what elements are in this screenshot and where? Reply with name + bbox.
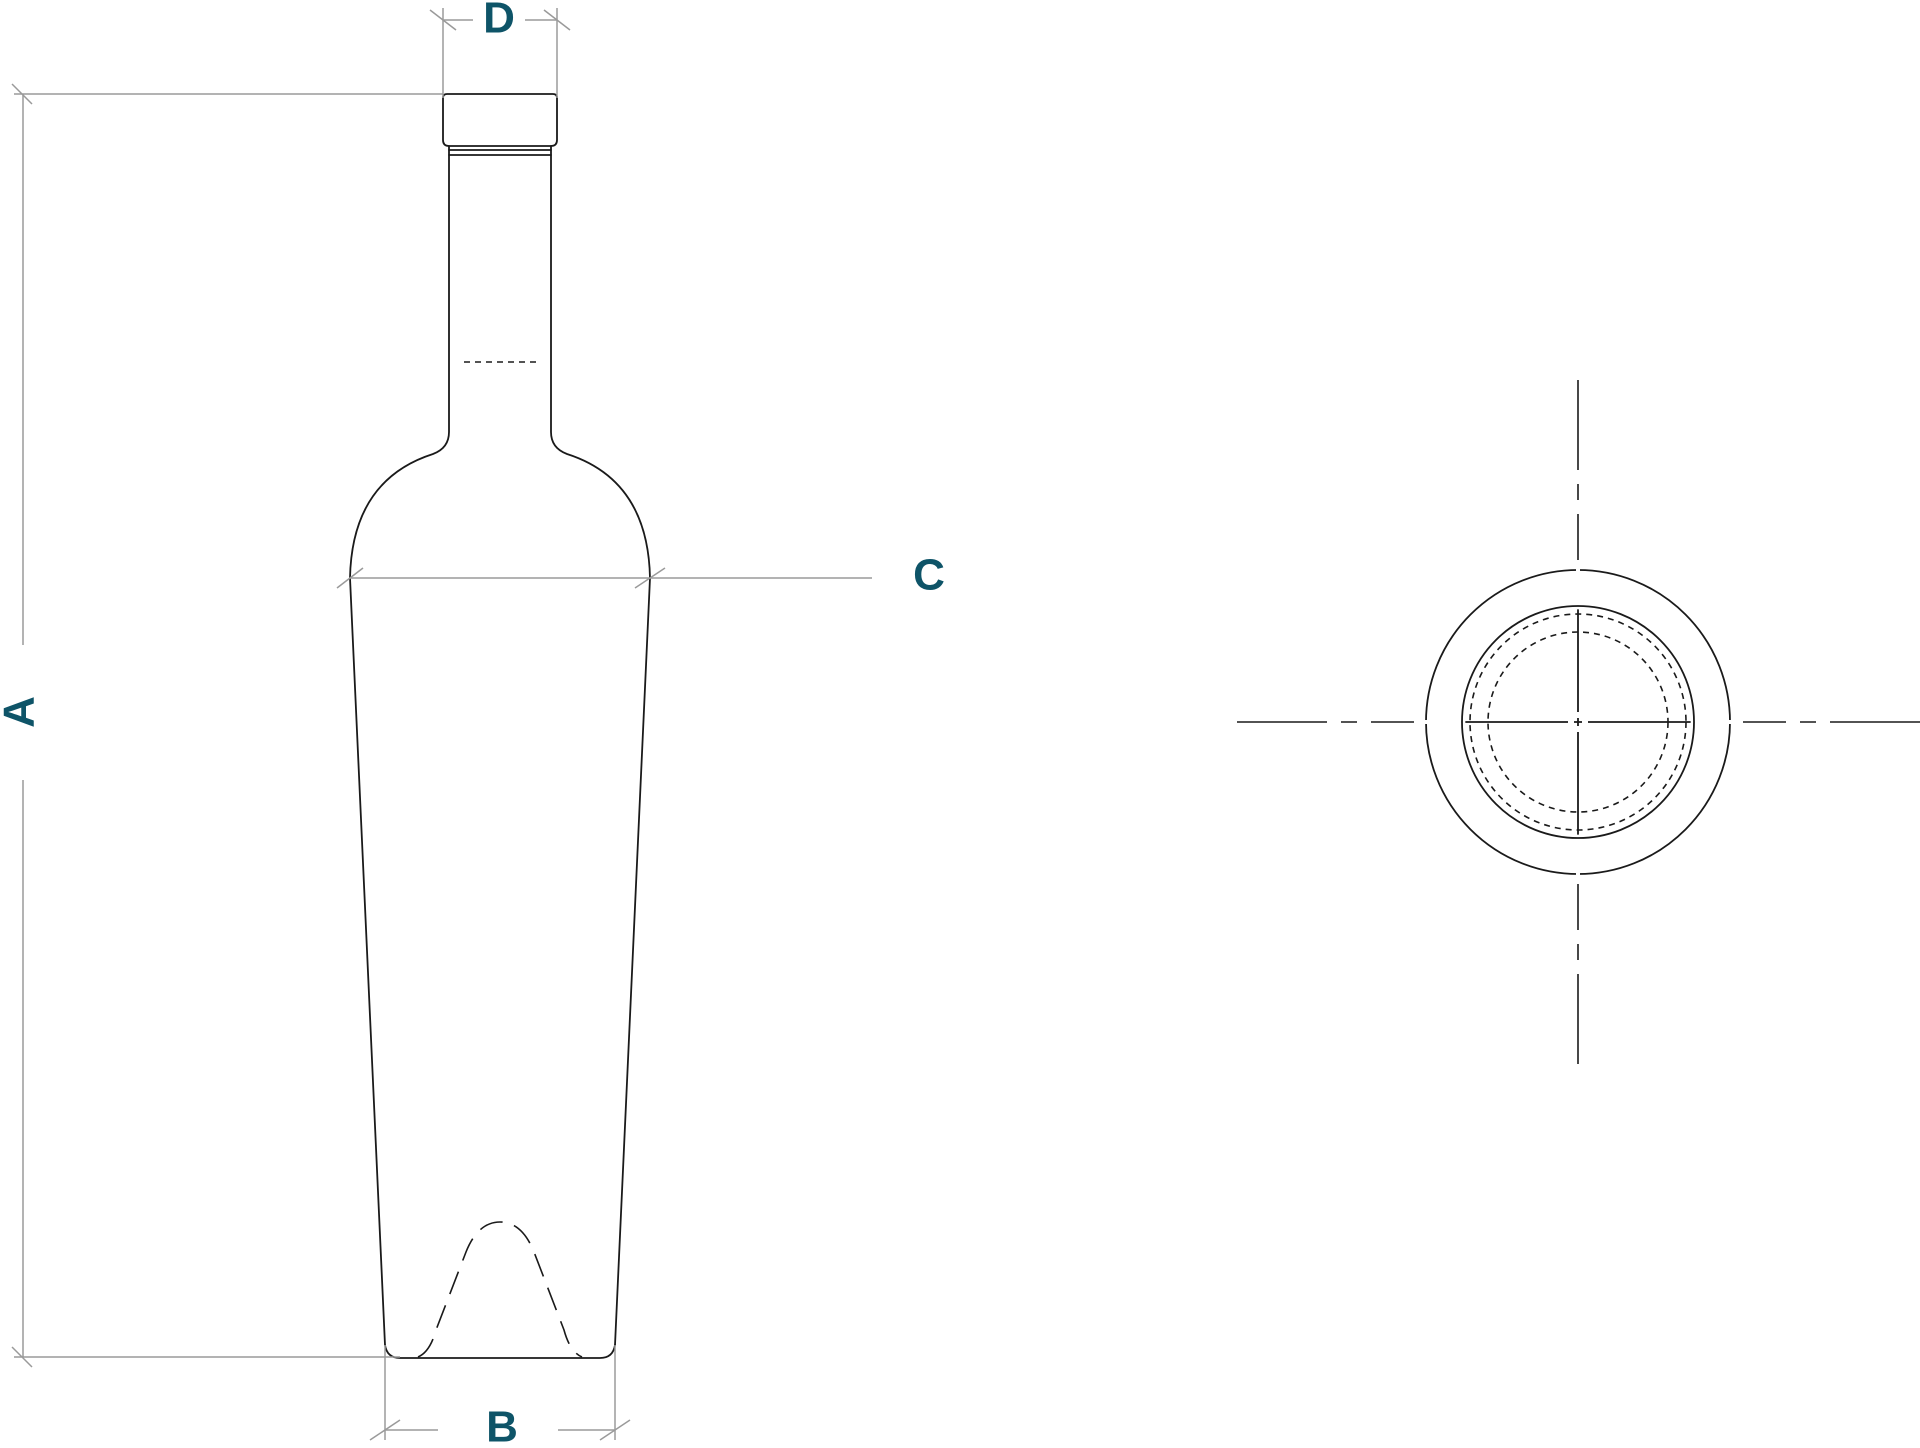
dimension-lines: [11, 8, 872, 1441]
bottle-cap-outline: [442, 93, 558, 147]
dimension-a-label: A: [0, 696, 44, 728]
bottle-body-outline: [349, 145, 616, 1359]
dimension-d-tick-left: [429, 9, 457, 31]
top-view-inner-circle: [1461, 605, 1695, 839]
bottle-body-right-outline: [550, 145, 651, 1346]
dimension-c-tick-left: [336, 567, 364, 589]
dimension-b-label: B: [486, 1403, 518, 1448]
dimension-a-tick-bottom: [11, 1346, 33, 1368]
dimension-d-label: D: [483, 0, 515, 43]
dimension-d-tick-right: [543, 9, 571, 31]
dimension-a-tick-top: [11, 83, 33, 105]
bottle-punt-hidden: [417, 1221, 583, 1358]
dimension-b-tick-right: [599, 1419, 631, 1441]
bottle-top-view: [1237, 380, 1920, 1064]
dimension-c-tick-right: [634, 567, 666, 589]
bottle-side-view: [349, 93, 651, 1359]
dimension-c-label: C: [913, 551, 945, 600]
dimension-b-tick-left: [369, 1419, 401, 1441]
